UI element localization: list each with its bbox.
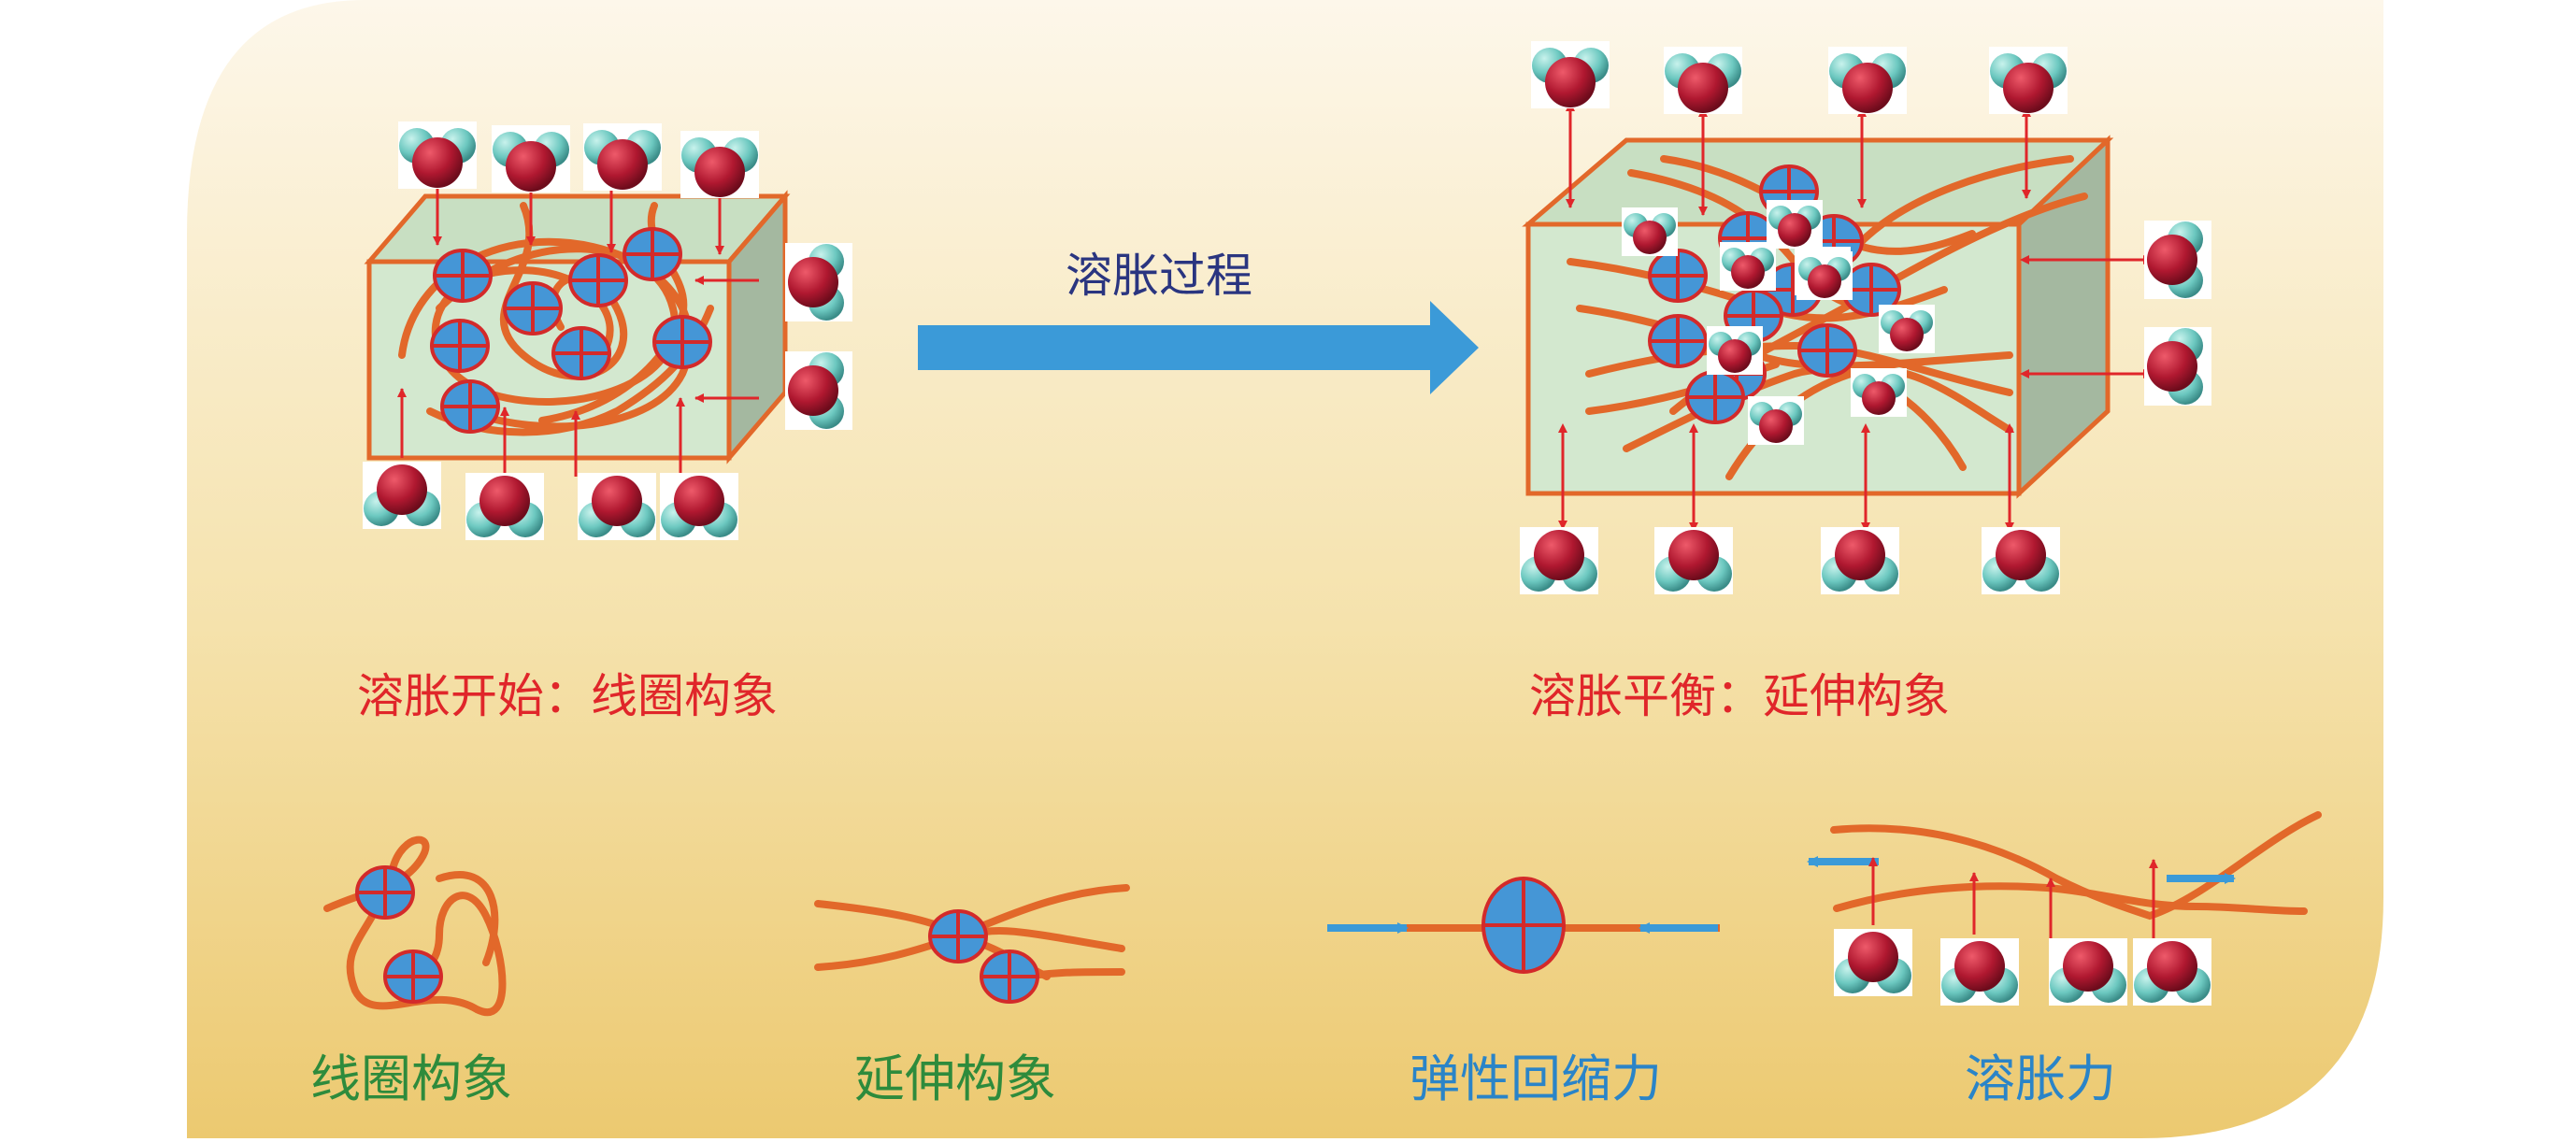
- force-arrows-start: [397, 187, 759, 477]
- legend-swelling-force: [1807, 811, 2322, 1006]
- label-elastic: 弹性回缩力: [1410, 1049, 1662, 1108]
- legend-coil: [323, 835, 507, 1016]
- label-swelling-force: 溶胀力: [1965, 1049, 2116, 1108]
- legend-extended-crosslink: [928, 909, 988, 964]
- legend-elastic: [1327, 877, 1720, 974]
- legend-coil-crosslink: [383, 949, 443, 1004]
- label-extended: 延伸构象: [854, 1049, 1056, 1108]
- label-start: 溶胀开始：线圈构象: [357, 669, 778, 723]
- legend-extended-crosslink: [980, 949, 1039, 1004]
- label-equilibrium: 溶胀平衡：延伸构象: [1529, 669, 1950, 723]
- label-coil: 线圈构象: [310, 1049, 512, 1108]
- legend-coil-crosslink: [355, 865, 415, 920]
- label-process: 溶胀过程: [1066, 249, 1252, 303]
- process-arrow: [918, 301, 1479, 394]
- force-arrows-equilibrium: [1558, 102, 2153, 532]
